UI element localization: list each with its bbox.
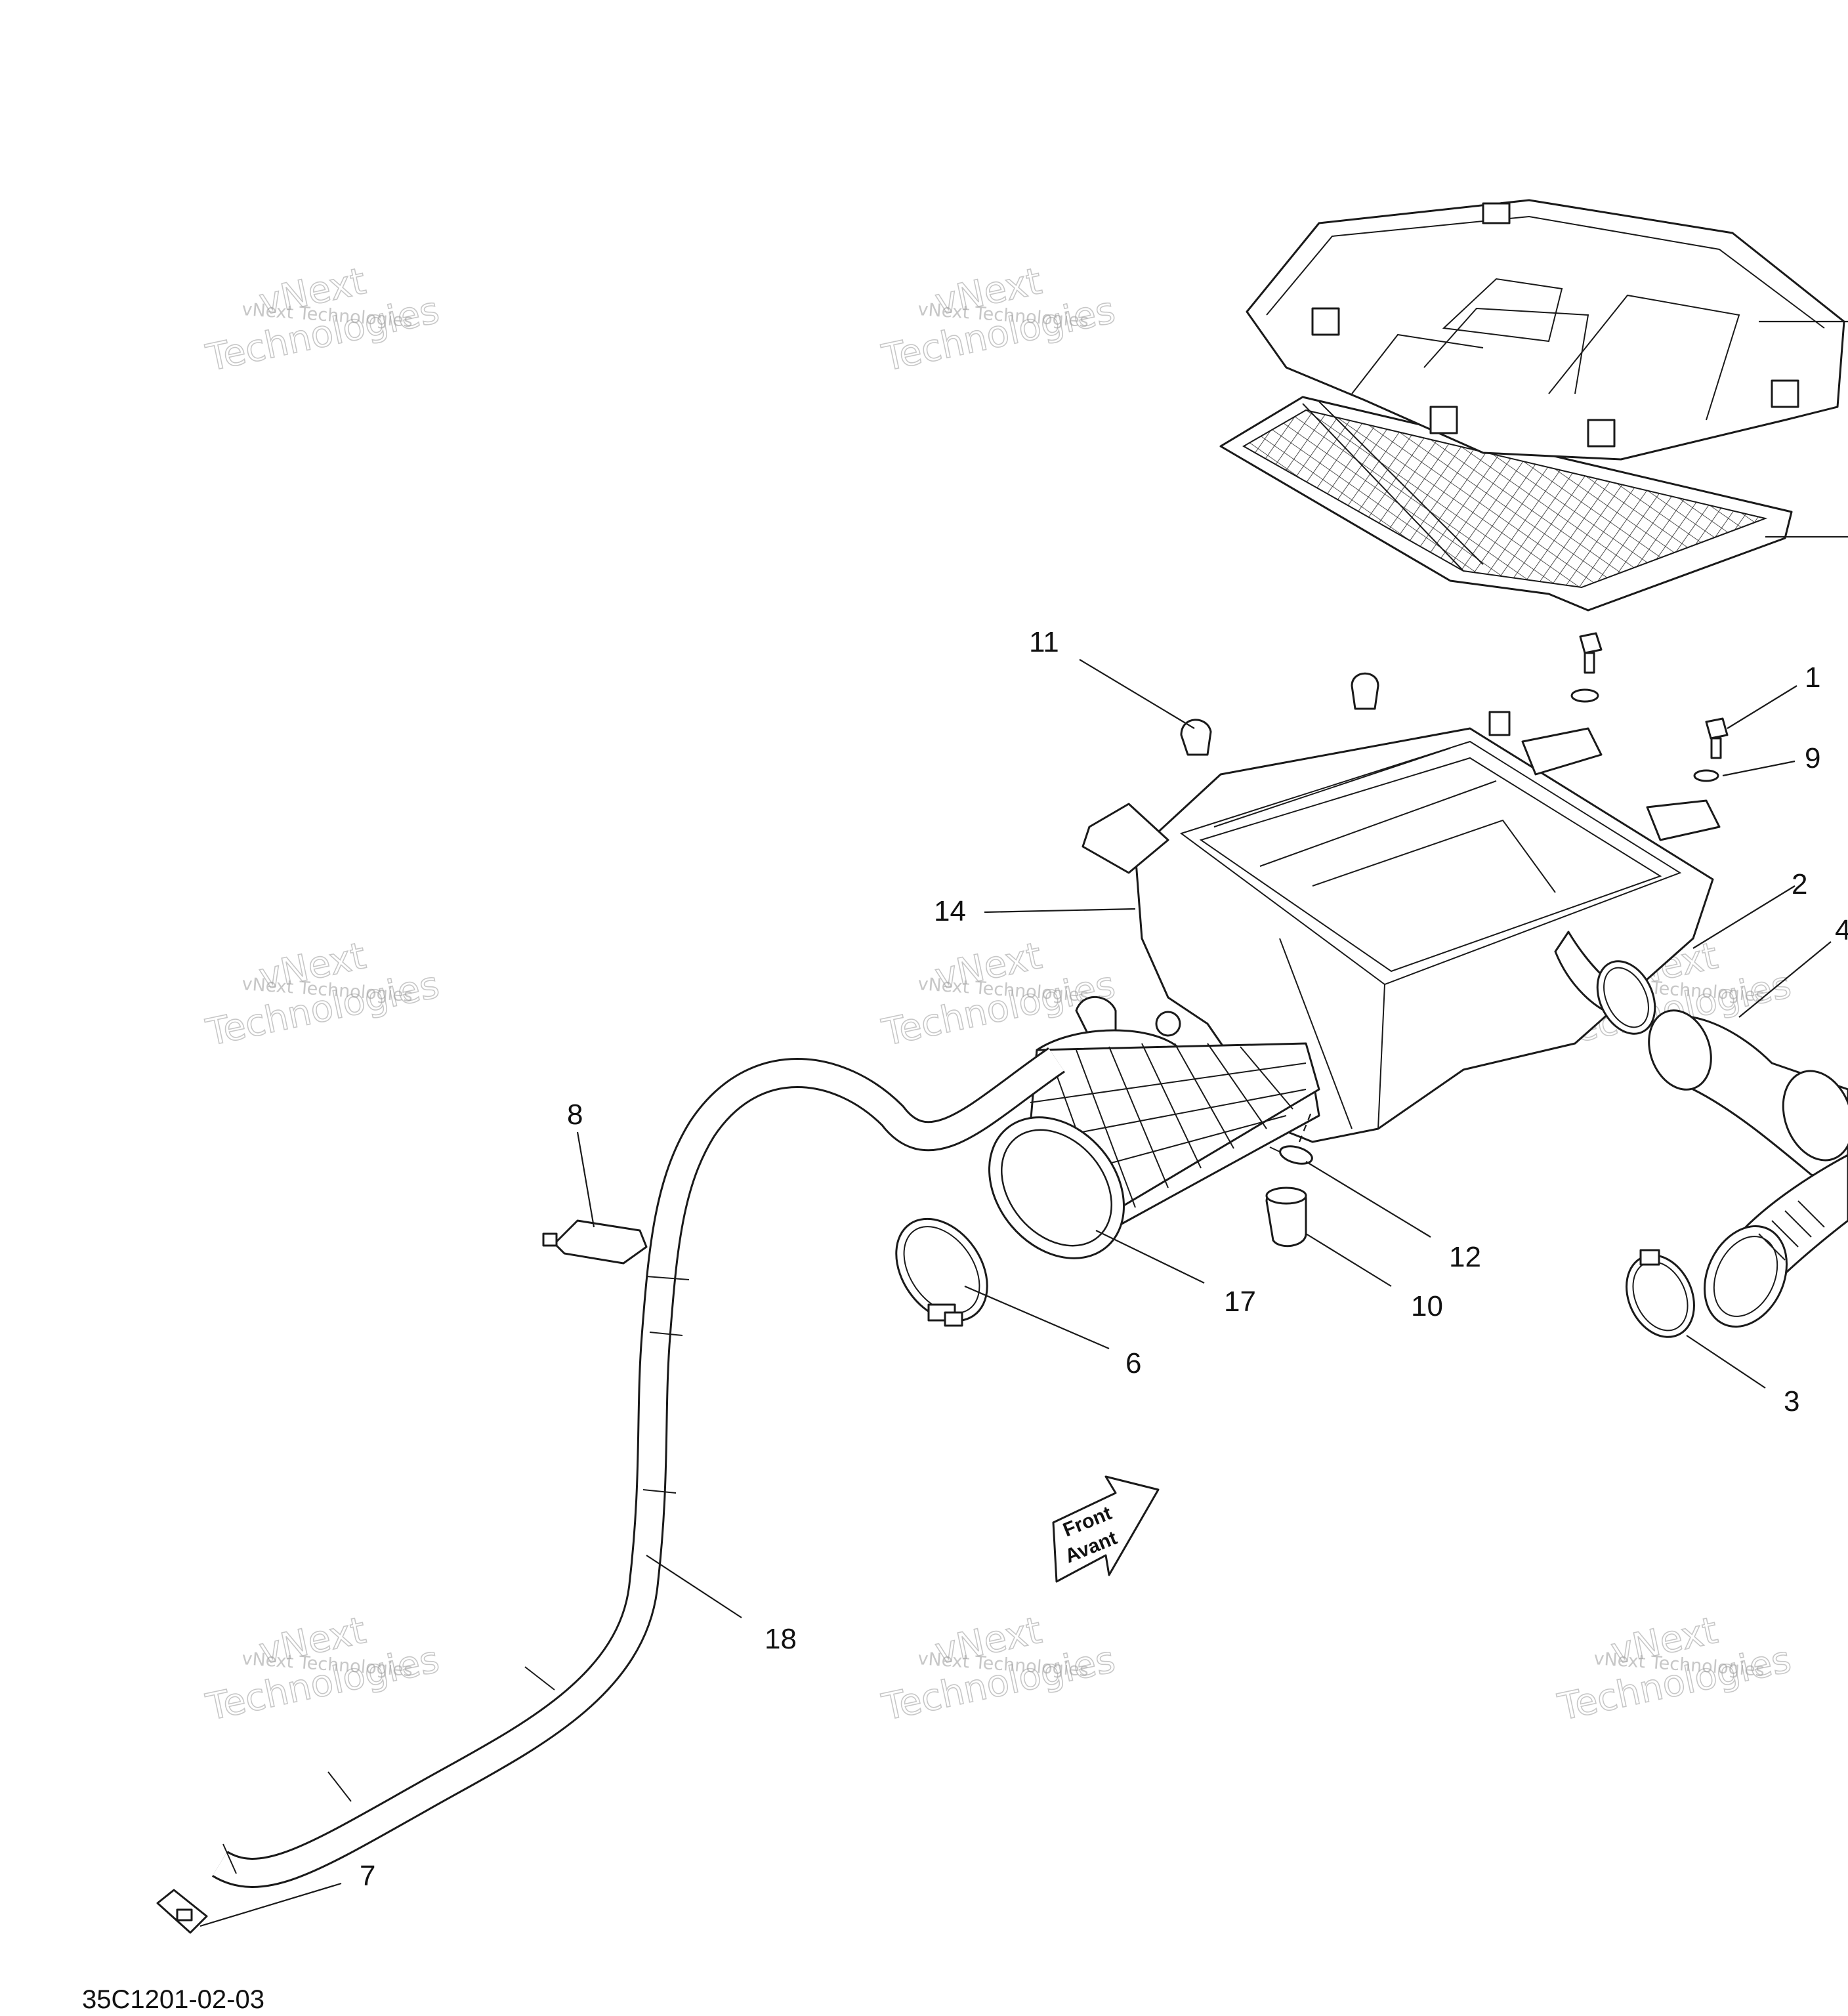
callout-12: 12 [1449, 1241, 1481, 1273]
clip-8 [542, 1219, 648, 1265]
clip-12 [1269, 1145, 1313, 1165]
clamp-2 [1596, 960, 1656, 1035]
front-direction-arrow: Front Avant [1052, 1475, 1160, 1583]
leader-7 [200, 1882, 342, 1927]
leader-9 [1722, 760, 1796, 777]
callout-11: 11 [1029, 626, 1059, 658]
callout-6: 6 [1125, 1347, 1141, 1379]
watermark-tile: vNext Technologies vNext Technologies [878, 259, 1120, 380]
dash-line-drain [1298, 1108, 1314, 1143]
clamp-7-upper [1075, 996, 1117, 1038]
callout-17: 17 [1224, 1286, 1256, 1318]
bolt-1 [1579, 632, 1729, 759]
airbox-cover [1246, 199, 1845, 461]
leader-3 [1686, 1335, 1766, 1389]
leader-8 [576, 1131, 595, 1228]
washer-9 [1570, 688, 1719, 782]
clamp-3 [1626, 1249, 1695, 1338]
callout-18: 18 [765, 1623, 797, 1655]
callout-7: 7 [360, 1860, 375, 1892]
watermark-tile: vNext Technologies vNext Technologies [202, 934, 444, 1055]
leader-10 [1305, 1233, 1392, 1287]
callout-8: 8 [567, 1099, 583, 1131]
leader-17 [1095, 1230, 1205, 1284]
clamp-6 [895, 1217, 988, 1327]
leader-18 [646, 1555, 742, 1618]
callout-4: 4 [1835, 914, 1848, 946]
intake-duct-4 [1648, 1009, 1848, 1328]
watermark-tile: vNext Technologies vNext Technologies [202, 1608, 444, 1729]
callout-10: 10 [1411, 1290, 1443, 1322]
callout-3: 3 [1784, 1385, 1799, 1418]
watermark-tile: vNext Technologies vNext Technologies [878, 1608, 1120, 1729]
clip-11 [1180, 672, 1511, 756]
leader-4 [1738, 941, 1832, 1018]
callout-1: 1 [1805, 662, 1820, 694]
leader-2 [1692, 885, 1796, 949]
leader-14 [984, 908, 1136, 914]
drain-10 [1265, 1186, 1307, 1248]
leader-12 [1305, 1161, 1431, 1238]
leader-lines [200, 659, 1832, 1927]
callout-2: 2 [1792, 868, 1807, 900]
leader-11 [1079, 659, 1195, 729]
watermark-tile: vNext Technologies vNext Technologies [1554, 1608, 1796, 1729]
airbox [1082, 727, 1721, 1143]
watermark-tile: vNext Technologies vNext Technologies [202, 259, 444, 380]
clamp-7-lower [156, 1889, 208, 1934]
callouts: 11 1 9 2 4 14 8 12 10 17 6 3 18 7 [360, 626, 1848, 1892]
callout-14: 14 [934, 895, 966, 927]
hose-18 [211, 1047, 1065, 1888]
leader-6 [964, 1285, 1110, 1350]
air-filter [1219, 396, 1793, 612]
callout-9: 9 [1805, 742, 1820, 774]
leader-1 [1727, 685, 1797, 729]
diagram-reference-code: 35C1201-02-03 [82, 1985, 264, 2014]
intake-duct-17 [988, 1029, 1320, 1259]
